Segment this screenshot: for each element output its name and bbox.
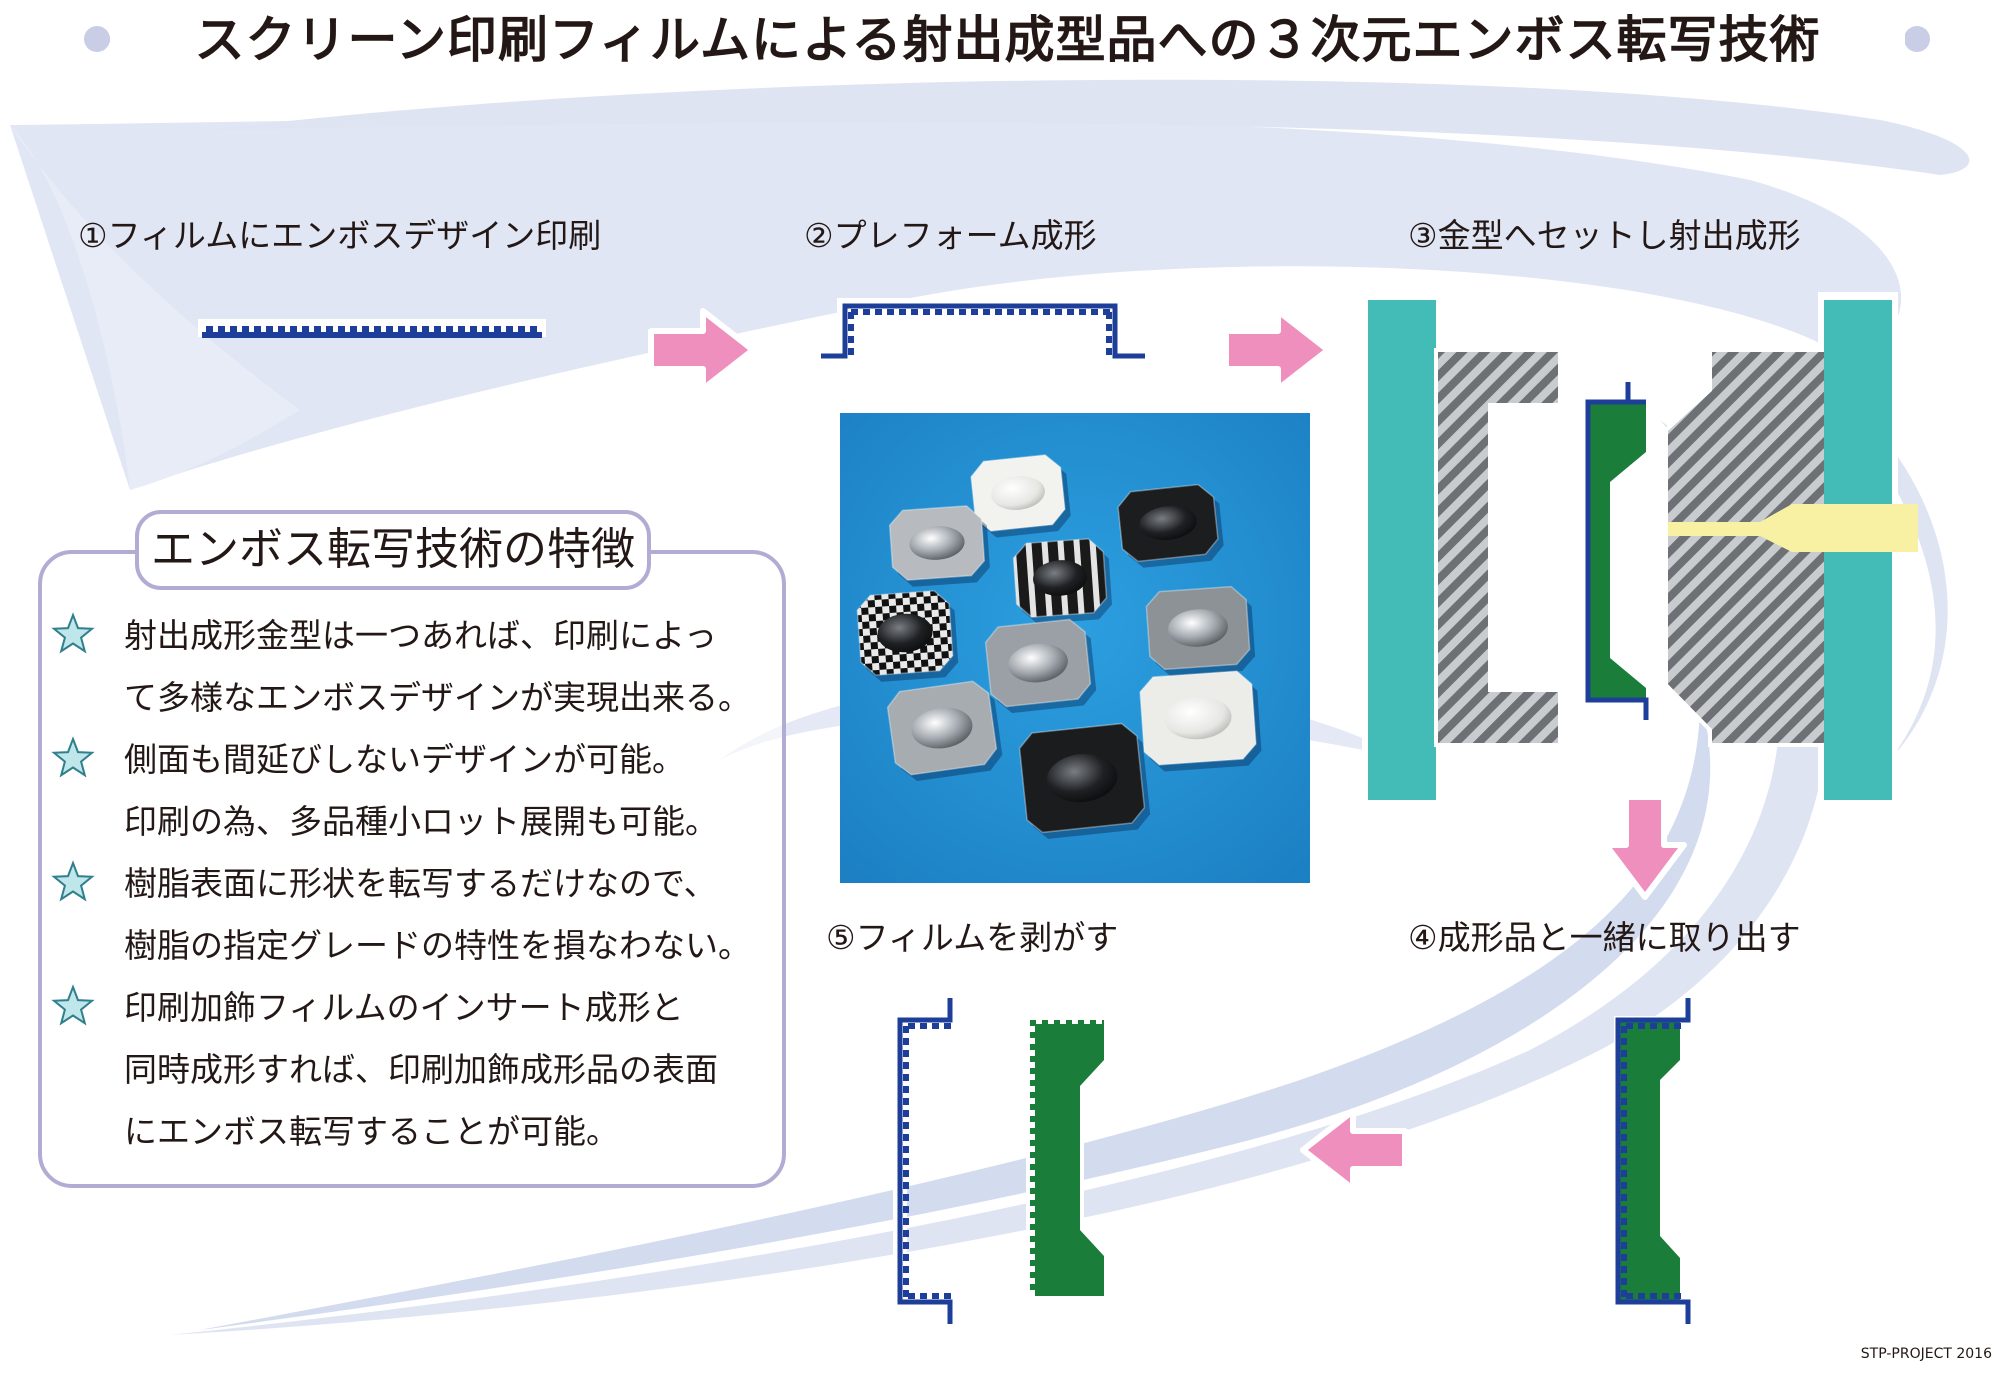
product-sample-tile [1117, 483, 1224, 568]
feature-list: 射出成形金型は一つあれば、印刷によって多様なエンボスデザインが実現出来る。側面も… [50, 605, 790, 1163]
flat-printed-film [198, 319, 546, 338]
preformed-film [821, 298, 1145, 364]
feature-line: 印刷加飾フィルムのインサート成形と [124, 988, 684, 1027]
product-sample-tile [856, 590, 959, 682]
feature-line: 樹脂の指定グレードの特性を損なわない。 [124, 926, 751, 965]
feature-item: 印刷加飾フィルムのインサート成形と同時成形すれば、印刷加飾成形品の表面にエンボス… [50, 977, 790, 1163]
arrow-right-icon [648, 308, 756, 392]
feature-box [38, 550, 786, 1188]
injection-mold-diagram [1362, 292, 1918, 806]
arrow-left-icon [1300, 1108, 1408, 1192]
film-peeled-from-part [893, 998, 1108, 1324]
feature-item: 射出成形金型は一つあれば、印刷によって多様なエンボスデザインが実現出来る。 [50, 605, 790, 729]
product-sample-tile [1018, 722, 1151, 839]
feature-line: 同時成形すれば、印刷加飾成形品の表面 [124, 1050, 718, 1089]
title-dot-right [1904, 26, 1930, 52]
step-1-label: ①フィルムにエンボスデザイン印刷 [78, 216, 602, 255]
feature-line: 印刷の為、多品種小ロット展開も可能。 [124, 802, 718, 841]
star-icon [51, 736, 95, 778]
product-sample-photo [840, 413, 1310, 883]
feature-line: にエンボス転写することが可能。 [124, 1112, 619, 1151]
page-title: スクリーン印刷フィルムによる射出成型品への３次元エンボス転写技術 [110, 4, 1905, 76]
feature-item: 側面も間延びしないデザインが可能。印刷の為、多品種小ロット展開も可能。 [50, 729, 790, 853]
feature-line: 射出成形金型は一つあれば、印刷によっ [124, 616, 718, 655]
feature-line: 樹脂表面に形状を転写するだけなので、 [124, 864, 717, 903]
product-sample-tile [1139, 670, 1262, 772]
feature-line: 側面も間延びしないデザインが可能。 [124, 740, 685, 779]
step-2-label: ②プレフォーム成形 [804, 216, 1097, 255]
arrow-right-icon [1223, 308, 1331, 392]
product-sample-tile [886, 680, 1003, 781]
star-icon [51, 860, 95, 902]
arrow-down-icon [1603, 794, 1687, 900]
star-icon [51, 984, 95, 1026]
product-sample-tile [1012, 538, 1112, 624]
product-sample-tile [970, 454, 1071, 538]
credit-text: STP-PROJECT 2016 [1860, 1346, 1992, 1362]
molded-part-with-film [1614, 998, 1691, 1324]
product-sample-tile [888, 505, 990, 587]
step-4-label: ④成形品と一緒に取り出す [1408, 918, 1801, 957]
feature-line: て多様なエンボスデザインが実現出来る。 [124, 678, 751, 717]
step-5-label: ⑤フィルムを剥がす [826, 918, 1119, 957]
step-3-label: ③金型へセットし射出成形 [1408, 216, 1801, 255]
star-icon [51, 612, 95, 654]
feature-box-title: エンボス転写技術の特徴 [135, 510, 651, 590]
feature-item: 樹脂表面に形状を転写するだけなので、樹脂の指定グレードの特性を損なわない。 [50, 853, 790, 977]
product-sample-tile [984, 618, 1097, 713]
product-sample-tile [1145, 585, 1256, 677]
